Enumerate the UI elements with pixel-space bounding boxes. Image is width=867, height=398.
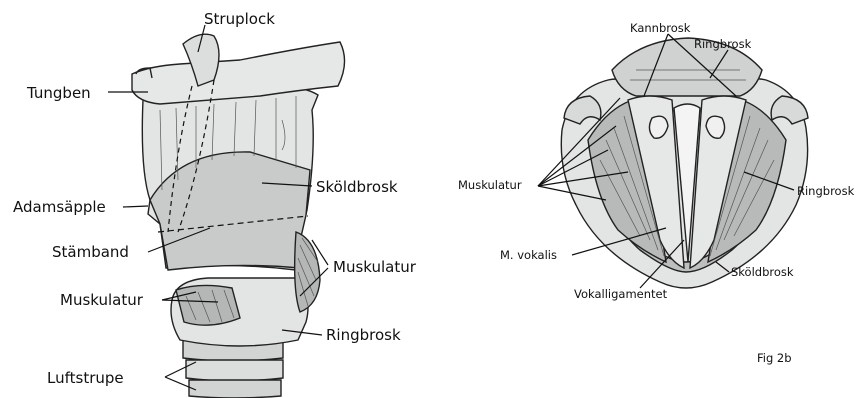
larynx-side-view: Struplock Tungben Sköldbrosk Adamsäpple … bbox=[13, 10, 417, 398]
label-vokalligamentet: Vokalligamentet bbox=[574, 287, 668, 301]
label-m-vokalis: M. vokalis bbox=[500, 248, 557, 262]
figure-caption: Fig 2b bbox=[757, 351, 792, 365]
label-luftstrupe: Luftstrupe bbox=[47, 369, 124, 387]
label-tungben: Tungben bbox=[26, 84, 91, 102]
label-muskulatur-right: Muskulatur bbox=[333, 258, 417, 276]
label-ringbrosk: Ringbrosk bbox=[326, 326, 401, 344]
label-muskulatur: Muskulatur bbox=[458, 178, 522, 192]
label-skoldbrosk-top: Sköldbrosk bbox=[731, 265, 794, 279]
label-ringbrosk-right: Ringbrosk bbox=[797, 184, 855, 198]
label-skoldbrosk: Sköldbrosk bbox=[316, 178, 398, 196]
label-muskulatur-left: Muskulatur bbox=[60, 291, 144, 309]
larynx-top-view: Kannbrosk Ringbrosk Muskulatur Ringbrosk… bbox=[458, 21, 855, 365]
label-kannbrosk: Kannbrosk bbox=[630, 21, 691, 35]
cricothyroid-muscle-left bbox=[176, 285, 240, 325]
trachea bbox=[183, 338, 283, 398]
label-adamsapple: Adamsäpple bbox=[13, 198, 106, 216]
label-struplock: Struplock bbox=[204, 10, 275, 28]
label-stamband: Stämband bbox=[52, 243, 129, 261]
cricothyroid-muscle-right bbox=[295, 232, 320, 312]
label-ringbrosk-top: Ringbrosk bbox=[694, 37, 752, 51]
